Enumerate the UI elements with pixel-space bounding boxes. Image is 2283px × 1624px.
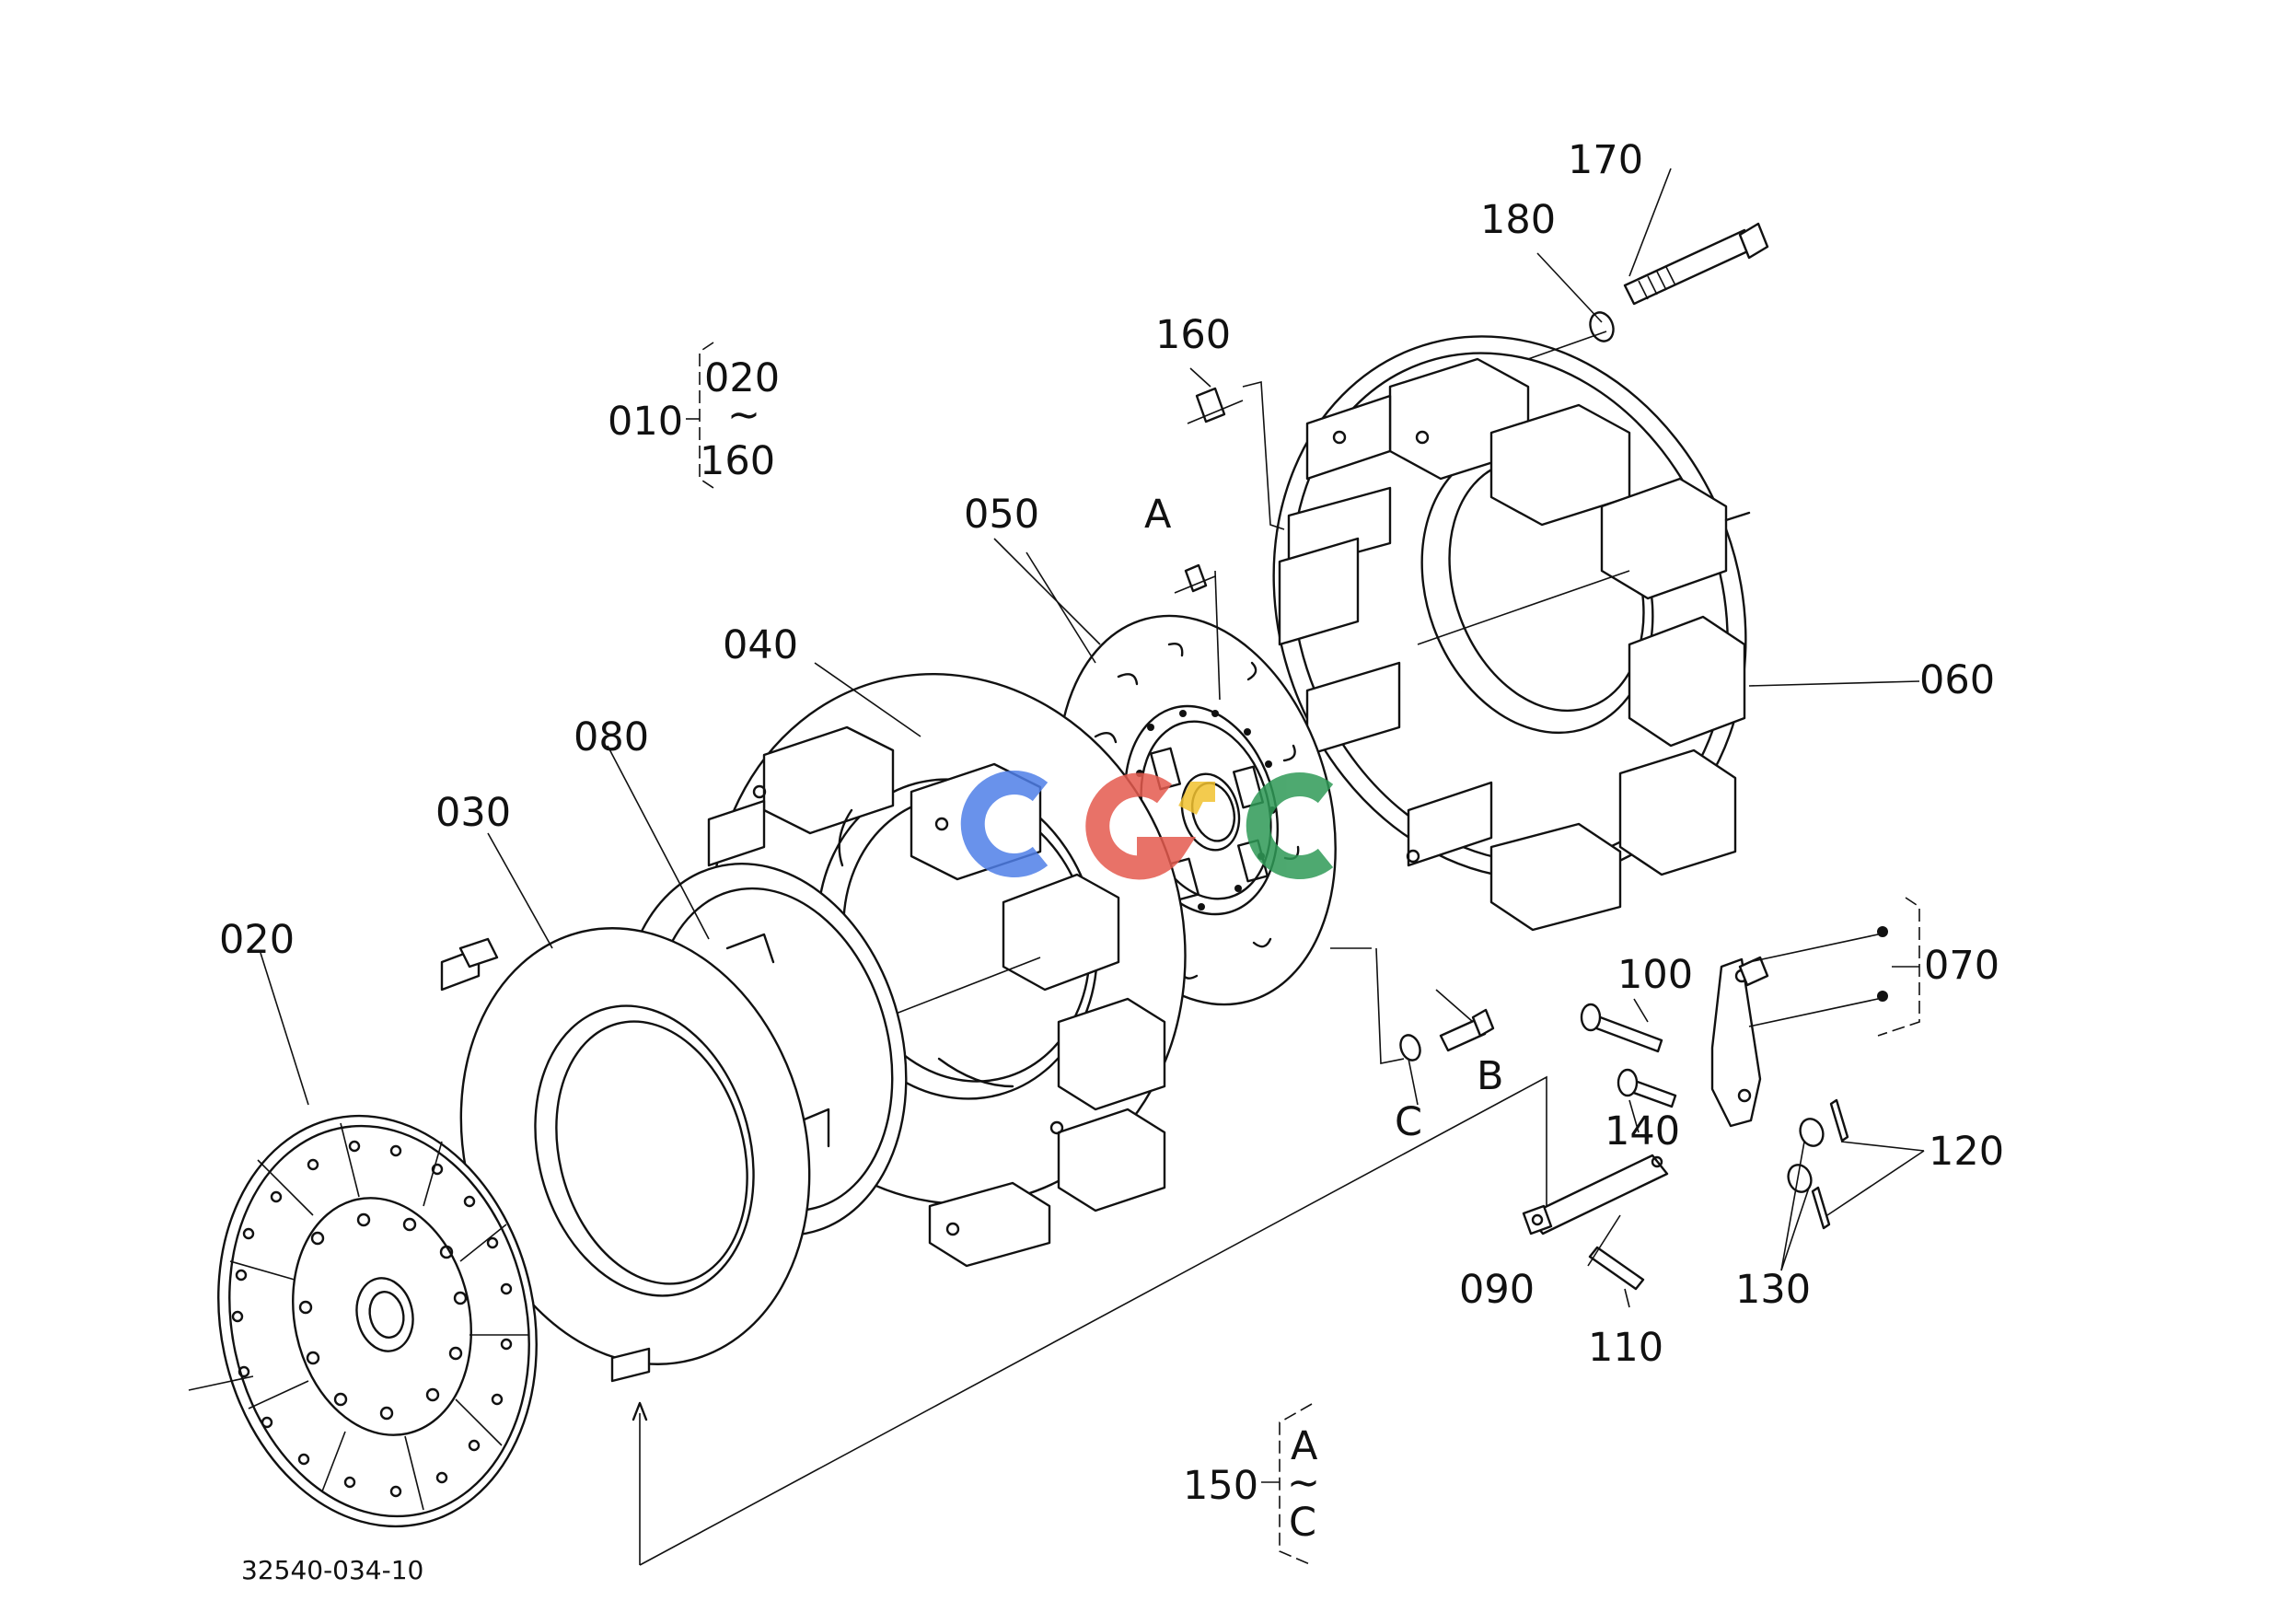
part-170-bolt [1623,222,1769,306]
part-C-washer [1375,947,1421,1064]
callout-C-group: C [1289,1500,1316,1546]
part-160-dowel [1187,380,1285,530]
callout-180: 180 [1480,197,1556,243]
range-mark-1: ∼ [727,392,760,438]
part-060-clutch-cover [1272,335,1751,932]
watermark-c1 [960,771,1049,877]
part-140-bolt [1617,1068,1677,1108]
part-110-pin [1588,1246,1645,1291]
callout-030: 030 [435,790,511,836]
callout-130: 130 [1735,1267,1811,1313]
callout-020-group: 020 [704,355,780,401]
callout-160-group: 160 [700,438,775,484]
callout-C: C [1395,1099,1422,1145]
callout-150: 150 [1183,1463,1258,1509]
part-030-friction-ring [440,927,811,1383]
callout-140: 140 [1605,1108,1680,1154]
callout-B: B [1477,1053,1504,1099]
part-100-bolt [1580,1003,1663,1053]
watermark-logo [960,771,1334,880]
callout-120: 120 [1929,1129,2004,1175]
callout-060: 060 [1919,657,1995,703]
callout-160: 160 [1155,312,1231,358]
callout-020: 020 [219,917,295,963]
part-090-link [1522,1154,1669,1235]
callout-010: 010 [608,399,683,445]
callout-labels: 010 020 ∼ 160 170 180 160 A 050 040 060 … [219,137,2004,1585]
part-020-clutch-disc [188,1114,538,1528]
callout-070: 070 [1924,943,1999,989]
part-070-lever [1710,956,1769,1128]
part-B-bolt [1439,1008,1495,1052]
group-brackets [686,342,1920,1566]
watermark-c2 [1246,772,1334,879]
watermark-accent [1178,782,1215,815]
callout-170: 170 [1568,137,1643,183]
callout-050: 050 [964,492,1039,538]
part-A-pin [1174,563,1221,701]
callout-100: 100 [1617,952,1693,998]
callout-080: 080 [574,714,649,760]
part-120-split-pin [1811,1098,1849,1230]
range-mark-2: ∼ [1287,1460,1320,1506]
part-130-washer [1787,1118,1825,1193]
watermark-g [1085,772,1197,880]
callout-110: 110 [1588,1325,1663,1371]
callout-A-group: A [1291,1423,1318,1469]
callout-040: 040 [723,622,798,668]
callout-090: 090 [1459,1267,1535,1313]
leader-dots [1877,926,1888,1002]
leader-lines [260,168,1925,1566]
arrow-head [632,1401,648,1421]
drawing-number: 32540-034-10 [241,1555,423,1585]
part-180-washer [1527,311,1615,360]
callout-A: A [1144,492,1172,538]
